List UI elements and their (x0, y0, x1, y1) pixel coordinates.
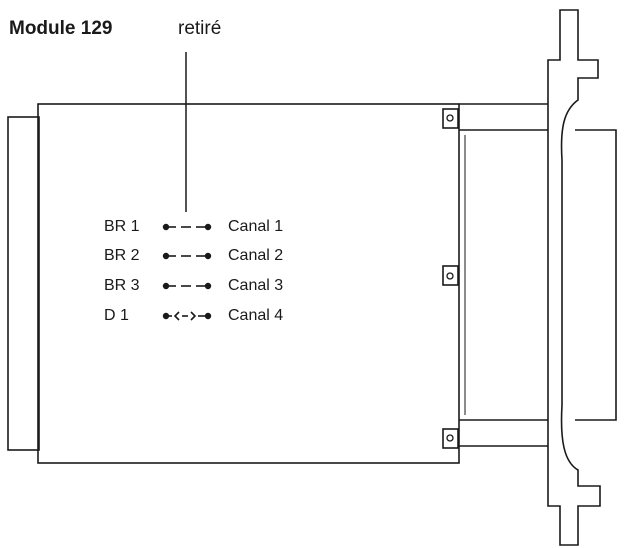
edge-connector (7, 116, 40, 451)
front-plate (575, 129, 617, 421)
bracket-top (442, 108, 459, 129)
circuit-board (37, 103, 460, 464)
screw-middle-icon (446, 272, 454, 280)
jumper-br2-icon (162, 252, 212, 260)
label-br1: BR 1 (104, 218, 140, 235)
label-canal4: Canal 4 (228, 307, 284, 324)
screw-bottom-icon (446, 434, 454, 442)
label-canal3: Canal 3 (228, 277, 284, 294)
jumper-br3-icon (162, 282, 212, 290)
label-d1: D 1 (104, 307, 129, 324)
label-br2: BR 2 (104, 247, 140, 264)
label-canal2: Canal 2 (228, 247, 284, 264)
screw-top-icon (446, 114, 454, 122)
title-status: retiré (178, 18, 222, 39)
bracket-middle (442, 265, 459, 286)
front-panel (547, 9, 601, 546)
label-canal1: Canal 1 (228, 218, 284, 235)
label-br3: BR 3 (104, 277, 140, 294)
jumper-br1-icon (162, 223, 212, 231)
title-module: Module 129 (9, 18, 113, 39)
diode-d1-icon (162, 311, 212, 321)
bracket-bottom (442, 428, 459, 449)
